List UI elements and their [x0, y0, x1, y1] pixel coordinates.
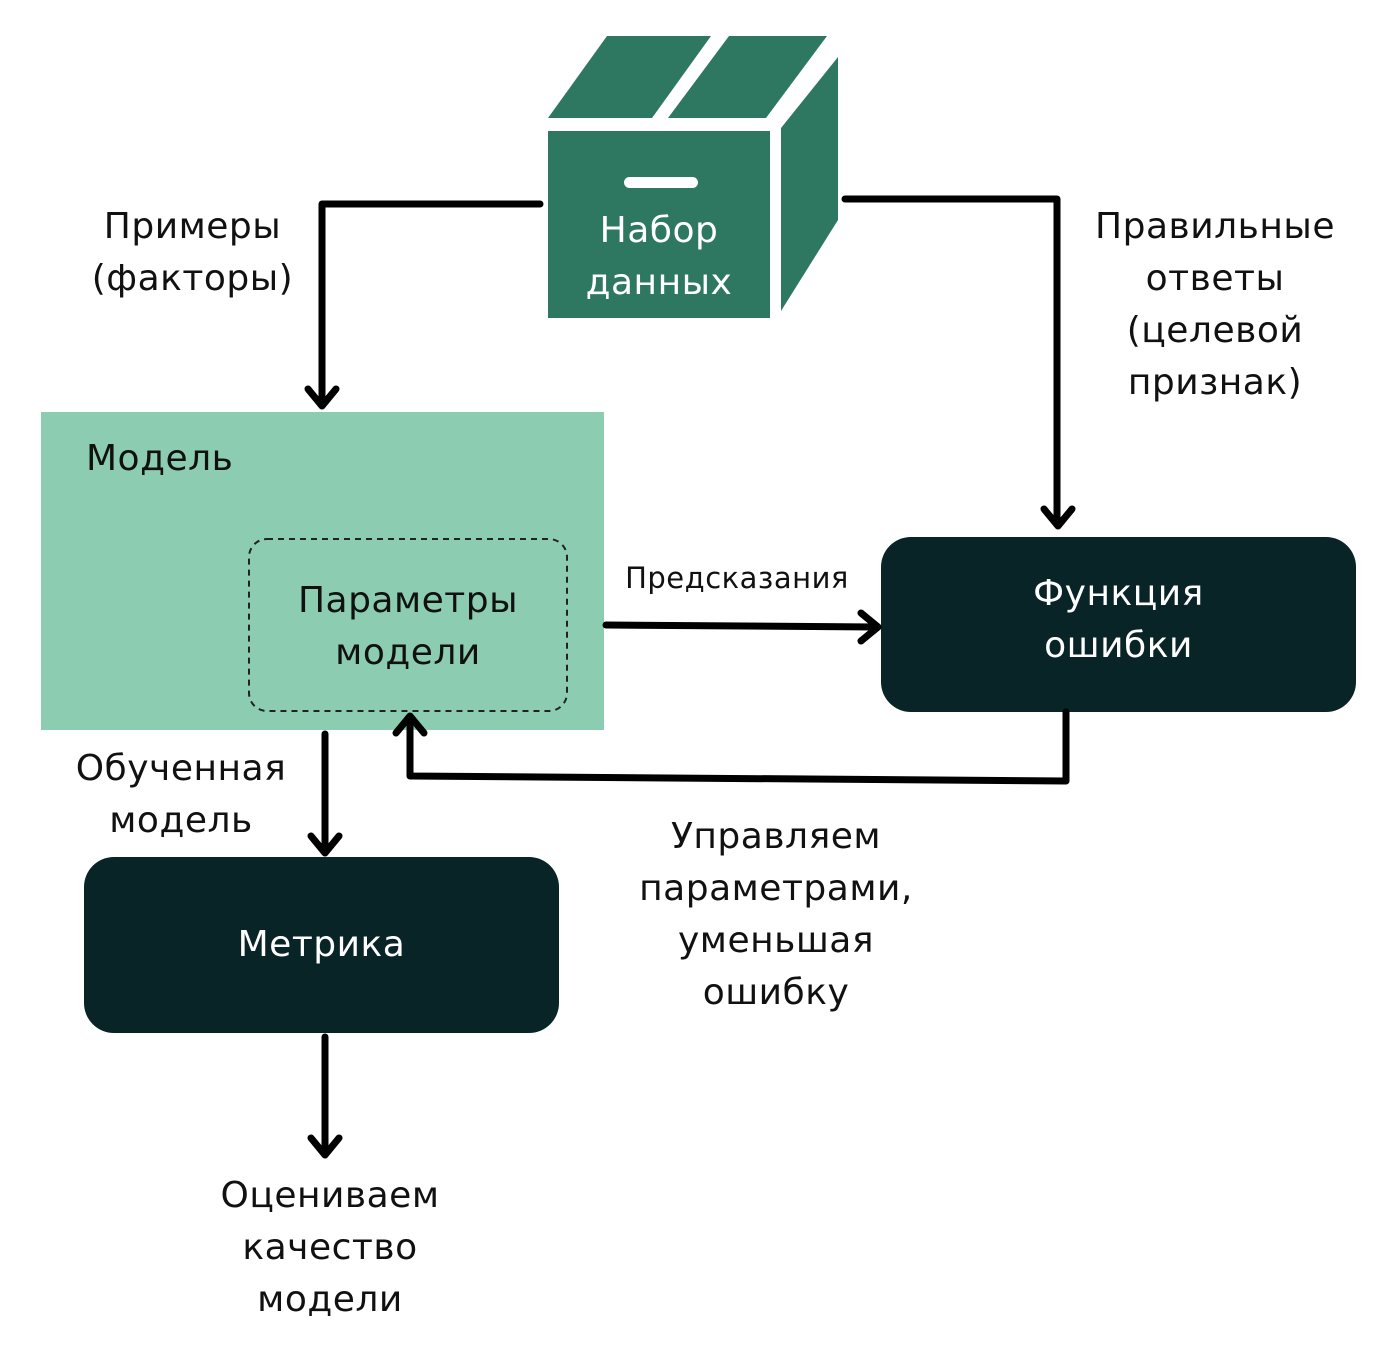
targets-label-line3: (целевой [1126, 310, 1304, 351]
update-params-line4: ошибку [702, 972, 850, 1013]
evaluate-line2: качество [242, 1227, 418, 1268]
update-params-line3: уменьшая [677, 920, 875, 961]
examples-arrowhead [304, 385, 340, 410]
targets-label: Правильные ответы (целевой признак) [1075, 201, 1355, 409]
box-top-right-flap [668, 36, 827, 118]
evaluate-line1: Оцениваем [220, 1175, 440, 1216]
targets-label-line2: ответы [1145, 258, 1285, 299]
dataset-label-line1: Набор [599, 210, 719, 251]
examples-connector [318, 200, 544, 409]
model-title-text: Модель [86, 438, 234, 479]
loss-function-line2: ошибки [1044, 625, 1193, 666]
update-params-line1: Управляем [670, 816, 882, 857]
predictions-label-text: Предсказания [625, 561, 849, 595]
model-params-label: Параметры модели [249, 575, 567, 679]
trained-model-label: Обученная модель [50, 743, 312, 847]
feedback-connector [406, 708, 1070, 785]
model-params-line1: Параметры [297, 580, 519, 621]
dataset-label-line2: данных [585, 262, 733, 303]
targets-arrowhead [1040, 505, 1076, 530]
loss-function-line1: Функция [1033, 573, 1204, 614]
dataset-label: Набор данных [548, 205, 770, 309]
box-front-face [548, 131, 770, 318]
predictions-arrowhead [857, 609, 882, 645]
examples-label: Примеры (факторы) [60, 201, 325, 305]
update-params-label: Управляем параметрами, уменьшая ошибку [620, 811, 932, 1019]
targets-label-line4: признак) [1127, 362, 1303, 403]
loss-function-label: Функция ошибки [881, 568, 1356, 672]
evaluate-label: Оцениваем качество модели [180, 1170, 480, 1326]
metric-label: Метрика [84, 919, 559, 971]
examples-label-line1: Примеры [103, 206, 282, 247]
metric-label-text: Метрика [237, 924, 406, 965]
trained-model-arrowhead [307, 832, 343, 857]
metric-block [84, 857, 559, 1033]
predictions-connector [602, 621, 880, 631]
model-title: Модель [86, 433, 233, 485]
targets-connector [841, 195, 1061, 528]
feedback-arrowhead [392, 712, 428, 737]
evaluate-line3: модели [257, 1279, 403, 1320]
model-area [41, 412, 604, 730]
predictions-label: Предсказания [606, 552, 868, 604]
trained-model-line2: модель [109, 800, 253, 841]
targets-label-line1: Правильные [1095, 206, 1335, 247]
model-params-dashed-box [248, 538, 568, 712]
evaluate-arrowhead [307, 1134, 343, 1159]
box-handle-slot [624, 177, 698, 188]
update-params-line2: параметрами, [639, 868, 913, 909]
box-top-left-flap [548, 36, 711, 118]
examples-label-line2: (факторы) [91, 258, 294, 299]
box-side-face [781, 57, 838, 311]
loss-function-block [881, 537, 1356, 712]
cardboard-box-icon [548, 36, 838, 318]
trained-model-line1: Обученная [75, 748, 287, 789]
model-params-line2: модели [335, 632, 481, 673]
